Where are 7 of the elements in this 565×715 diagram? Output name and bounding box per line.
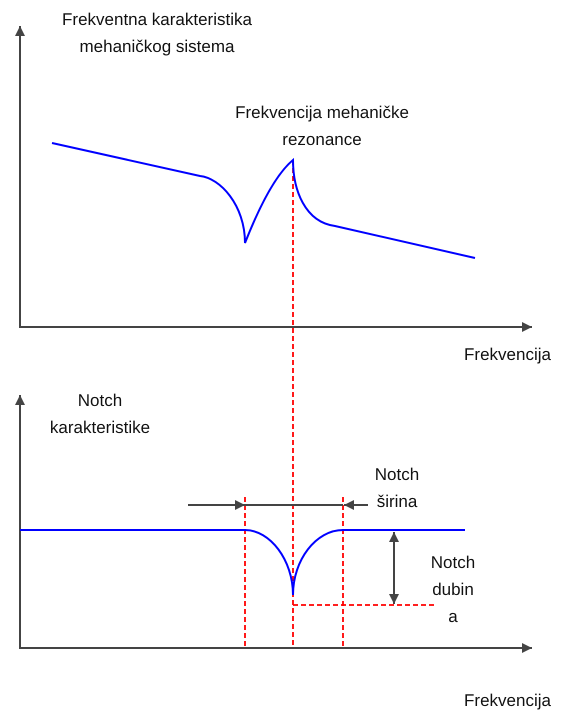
axis-label: Frekvencija [463, 344, 552, 366]
annotation: Frekvencija mehaničke rezonance [234, 102, 410, 151]
plot-title: Notch karakteristike [48, 390, 152, 439]
annotation: Notch dubin a [430, 552, 476, 628]
plot-title: Frekventna karakteristika mehaničkog sistema [62, 9, 252, 58]
axis-label: Frekvencija [463, 690, 552, 712]
annotation: Notch širina [374, 464, 420, 513]
